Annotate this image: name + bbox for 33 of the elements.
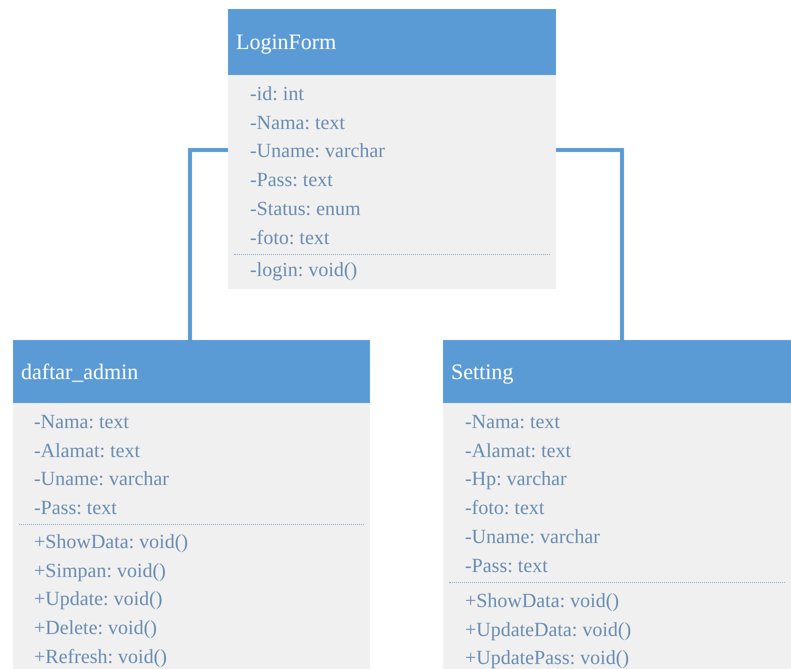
association-line — [188, 148, 228, 340]
method-text: +ShowData: void() — [465, 590, 620, 612]
attribute-text: -Pass: text — [250, 169, 333, 192]
association-line — [556, 148, 624, 340]
method-text: +Update: void() — [34, 588, 162, 610]
attribute-text: -id: int — [250, 83, 304, 105]
method-text: +ShowData: void() — [34, 531, 188, 553]
class-box — [443, 340, 791, 669]
class-box — [228, 9, 556, 289]
attribute-text: -foto: text — [250, 226, 330, 248]
method-text: +Refresh: void() — [34, 646, 167, 668]
class-header: daftar_admin — [13, 340, 370, 403]
attribute-text: -Uname: varchar — [34, 468, 169, 490]
attribute-text: -Hp: varchar — [465, 468, 567, 490]
attribute-text: -Pass: text — [34, 497, 117, 520]
method-text: -login: void() — [250, 259, 358, 281]
attribute-text: -Pass: text — [465, 554, 548, 576]
attribute-text: -Nama: text — [465, 411, 560, 433]
class-box — [13, 340, 370, 669]
attribute-text: -Status: enum — [250, 198, 361, 220]
method-text: +Simpan: void() — [34, 560, 166, 582]
method-text: +UpdatePass: void() — [465, 647, 630, 669]
attribute-text: -Uname: varchar — [465, 526, 600, 548]
method-text: +Delete: void() — [34, 617, 157, 640]
attribute-text: -Nama: text — [250, 112, 345, 134]
method-text: +UpdateData: void() — [465, 618, 632, 641]
attribute-text: -Alamat: text — [34, 440, 140, 462]
class-header: Setting — [443, 340, 791, 403]
class-header: LoginForm — [228, 9, 556, 75]
attribute-text: -foto: text — [465, 497, 544, 520]
attribute-text: -Alamat: text — [465, 440, 572, 462]
attribute-text: -Nama: text — [34, 411, 129, 433]
attribute-text: -Uname: varchar — [250, 140, 385, 162]
